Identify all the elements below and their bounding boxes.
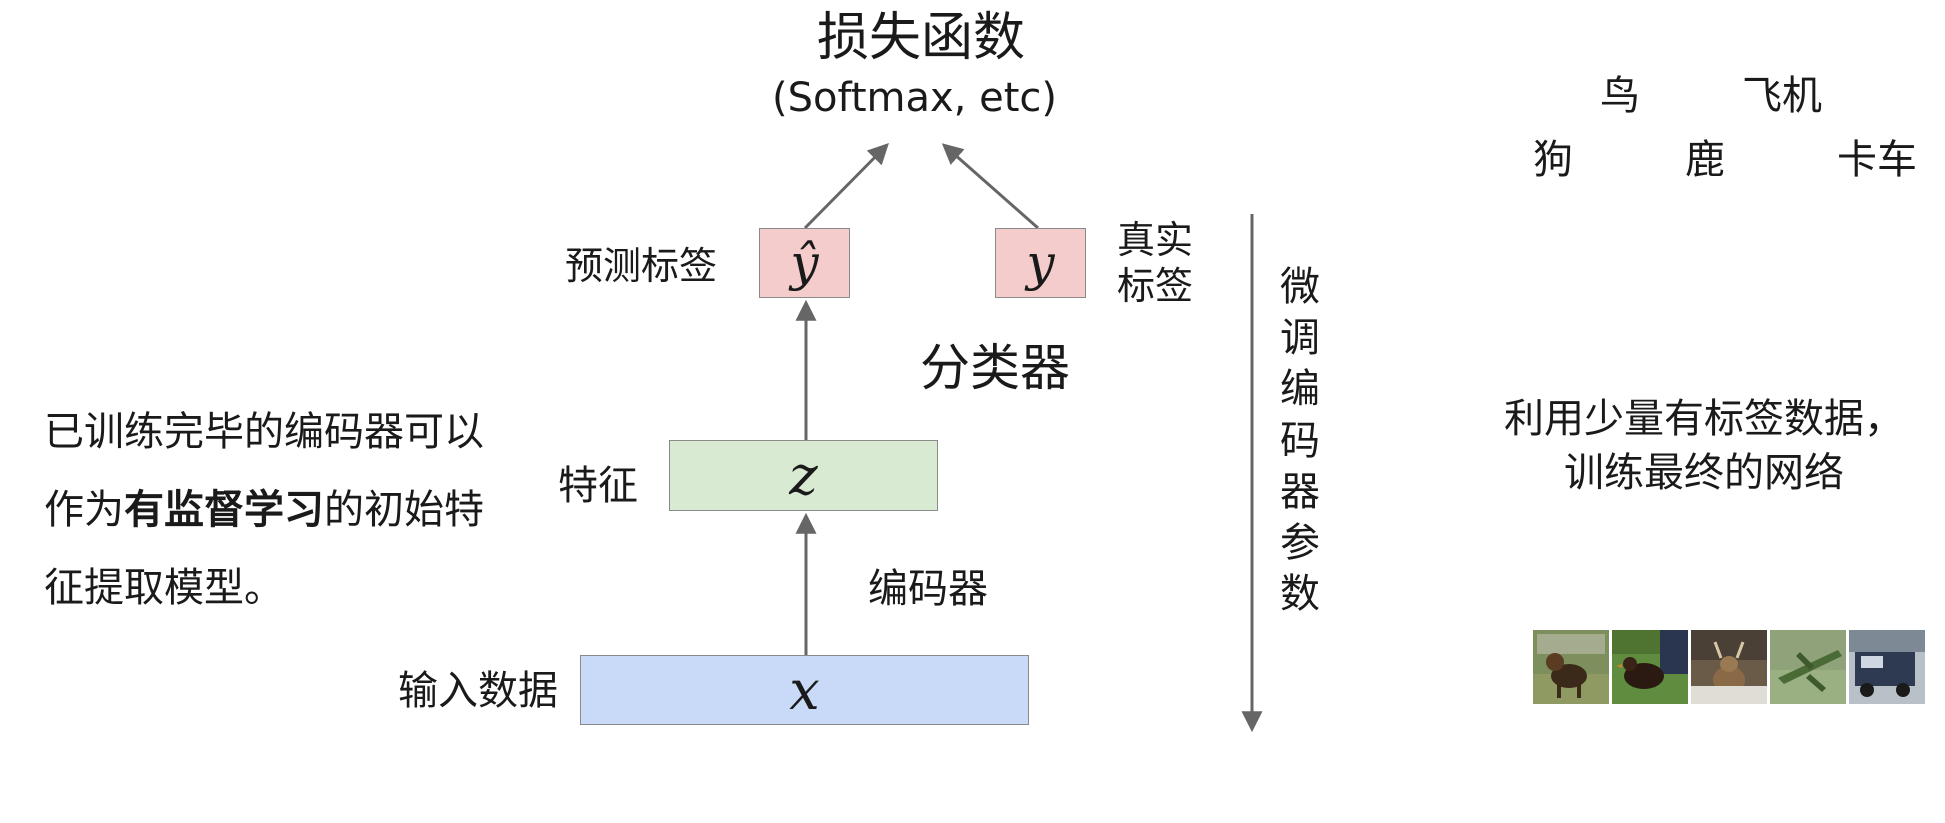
loss-function-title: 损失函数 — [817, 8, 1026, 68]
class-dog: 狗 — [1533, 137, 1573, 183]
input-data-label: 输入数据 — [398, 668, 558, 714]
left-note-part1: 已训练完毕的编码器可以作为 — [44, 409, 484, 533]
class-names-row1: 鸟 飞机 — [1600, 76, 1822, 116]
dog-thumbnail — [1533, 630, 1609, 704]
right-note-line1: 利用少量有标签数据， — [1504, 396, 1904, 442]
encoder-label: 编码器 — [868, 566, 988, 612]
predicted-symbol: ŷ — [790, 234, 819, 292]
deer-thumbnail — [1691, 630, 1767, 704]
arrow-yhat-to-loss — [803, 143, 889, 230]
input-symbol: x — [789, 658, 820, 722]
bird-thumbnail — [1612, 630, 1688, 704]
class-names-row2: 狗 鹿 卡车 — [1533, 140, 1917, 180]
input-node: x — [580, 655, 1029, 725]
left-explanation: 已训练完毕的编码器可以作为有监督学习的初始特征提取模型。 — [44, 393, 484, 627]
right-explanation: 利用少量有标签数据， 训练最终的网络 — [1504, 392, 1904, 500]
right-note-line2: 训练最终的网络 — [1564, 450, 1844, 496]
feature-symbol: z — [789, 444, 818, 507]
class-bird: 鸟 — [1600, 73, 1640, 119]
feature-node: z — [669, 440, 938, 511]
class-truck: 卡车 — [1837, 137, 1917, 183]
true-label-text: 真实标签 — [1117, 218, 1194, 308]
predicted-label-text: 预测标签 — [565, 244, 718, 288]
finetune-encoder-label: 微调编码器参数 — [1280, 264, 1320, 618]
loss-function-subtitle: (Softmax, etc) — [772, 75, 1057, 121]
airplane-thumbnail — [1770, 630, 1846, 704]
predicted-label-node: ŷ — [759, 228, 850, 298]
feature-label: 特征 — [558, 463, 638, 509]
left-note-part2: 的初始特征提取模型。 — [44, 487, 484, 611]
truck-thumbnail — [1849, 630, 1925, 704]
sample-image-strip — [1533, 630, 1925, 704]
class-airplane: 飞机 — [1742, 73, 1822, 119]
left-note-bold: 有监督学习 — [124, 487, 324, 533]
arrow-y-to-loss — [941, 143, 1039, 230]
class-deer: 鹿 — [1685, 137, 1725, 183]
true-symbol: y — [1026, 234, 1055, 292]
true-label-node: y — [995, 228, 1086, 298]
classifier-label: 分类器 — [920, 339, 1070, 397]
